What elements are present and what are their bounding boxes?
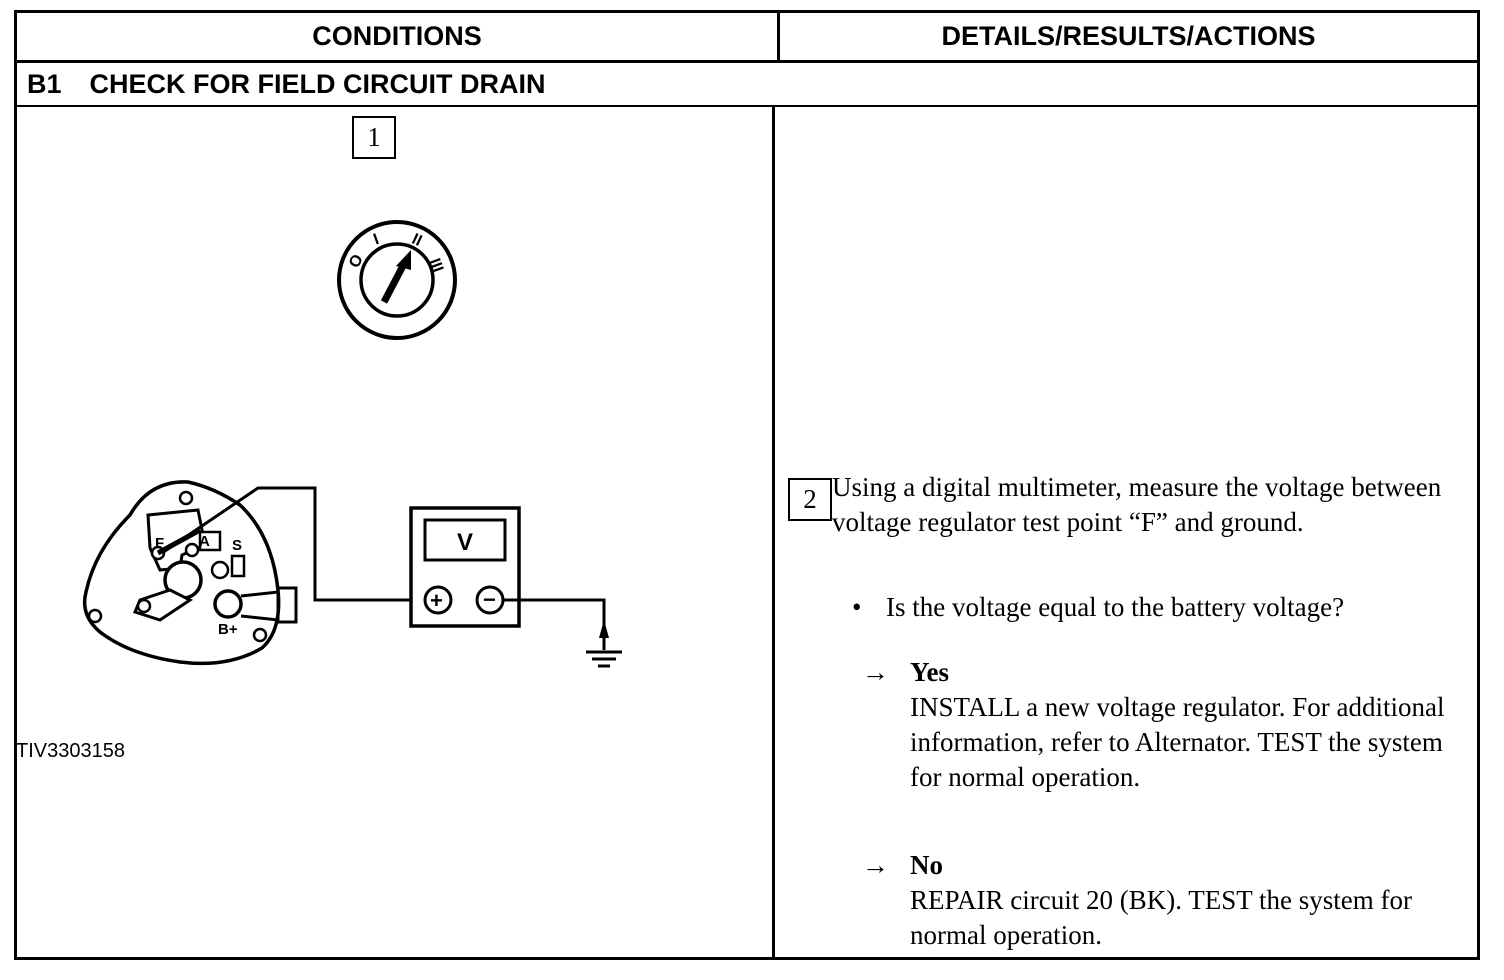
terminal-label-s: S xyxy=(232,537,242,554)
meter-minus-terminal: − xyxy=(483,587,496,612)
response-no: → No REPAIR circuit 20 (BK). TEST the sy… xyxy=(862,848,1462,953)
step-2-box: 2 xyxy=(788,478,832,521)
multimeter-icon: V + − xyxy=(409,506,521,628)
terminal-label-a: A xyxy=(199,533,210,550)
arrow-right-icon: → xyxy=(862,850,889,880)
terminal-label-bplus: B+ xyxy=(218,621,238,638)
ignition-label-2: II xyxy=(409,231,424,250)
alternator-icon: F A S B+ xyxy=(82,480,298,666)
terminal-label-f: F xyxy=(155,535,164,552)
step-2-question: • Is the voltage equal to the battery vo… xyxy=(852,590,1452,625)
conditions-header: CONDITIONS xyxy=(17,13,780,60)
section-title: CHECK FOR FIELD CIRCUIT DRAIN xyxy=(89,68,546,99)
ignition-label-3: III xyxy=(426,256,447,274)
response-yes-action: INSTALL a new voltage regulator. For add… xyxy=(910,692,1445,792)
response-no-label: No xyxy=(910,850,943,880)
step-1-box: 1 xyxy=(352,116,396,159)
meter-plus-terminal: + xyxy=(430,588,443,613)
bullet-icon: • xyxy=(852,592,862,622)
diagnostic-table: CONDITIONS DETAILS/RESULTS/ACTIONS B1 CH… xyxy=(14,10,1480,960)
ground-symbol-icon xyxy=(586,650,622,668)
section-code: B1 xyxy=(27,68,62,99)
response-yes: → Yes INSTALL a new voltage regulator. F… xyxy=(862,655,1462,795)
header-divider xyxy=(17,60,1477,63)
test-lead-positive xyxy=(161,486,425,602)
details-header: DETAILS/RESULTS/ACTIONS xyxy=(941,21,1316,51)
response-yes-label: Yes xyxy=(910,657,949,687)
arrow-right-icon: → xyxy=(862,657,889,687)
meter-display: V xyxy=(457,529,473,556)
response-no-action: REPAIR circuit 20 (BK). TEST the system … xyxy=(910,885,1412,950)
column-divider xyxy=(772,107,775,960)
ignition-switch-icon: O I II III xyxy=(337,220,457,340)
section-divider xyxy=(17,105,1477,107)
section-title-row: B1 CHECK FOR FIELD CIRCUIT DRAIN xyxy=(27,62,546,106)
question-text: Is the voltage equal to the battery volt… xyxy=(886,592,1345,622)
step-2-instruction: Using a digital multimeter, measure the … xyxy=(832,472,1442,537)
ignition-label-1: I xyxy=(371,231,381,248)
figure-id: TIV3303158 xyxy=(16,740,125,762)
